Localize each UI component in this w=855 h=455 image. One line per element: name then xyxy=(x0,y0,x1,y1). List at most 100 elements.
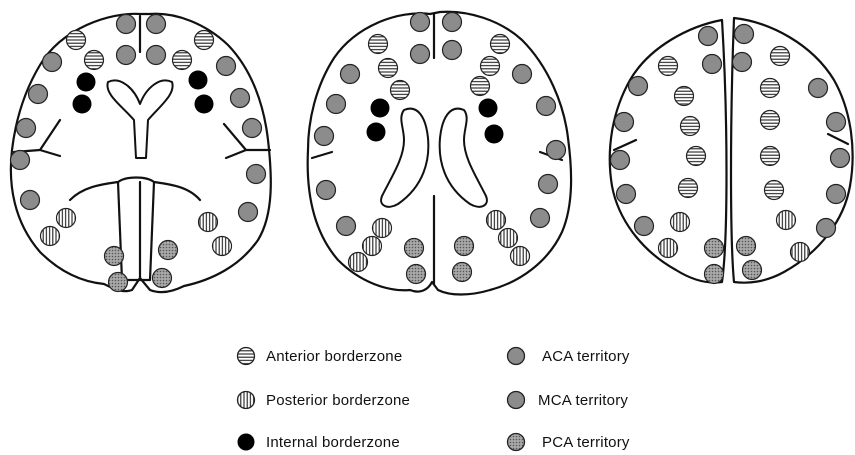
aca-territory-marker xyxy=(147,46,166,65)
posterior-borderzone-marker xyxy=(487,211,506,230)
anterior-borderzone-marker xyxy=(481,57,500,76)
anterior-borderzone-marker xyxy=(369,35,388,54)
aca-territory-marker xyxy=(443,41,462,60)
internal-borderzone-marker xyxy=(189,71,208,90)
mca-territory-marker xyxy=(11,151,30,170)
mca-territory-marker xyxy=(539,175,558,194)
legend-label-anterior: Anterior borderzone xyxy=(266,348,402,365)
aca-territory-marker xyxy=(117,15,136,34)
anterior-borderzone-marker xyxy=(391,81,410,100)
internal-borderzone-marker xyxy=(195,95,214,114)
mca-territory-marker xyxy=(629,77,648,96)
pca-territory-marker xyxy=(105,247,124,266)
mca-territory-marker xyxy=(217,57,236,76)
anterior-borderzone-marker xyxy=(471,77,490,96)
aca-territory-marker xyxy=(411,45,430,64)
anterior-borderzone-marker xyxy=(85,51,104,70)
anterior-borderzone-marker xyxy=(771,47,790,66)
anterior-borderzone-marker xyxy=(675,87,694,106)
internal-borderzone-marker xyxy=(367,123,386,142)
mca-territory-marker xyxy=(315,127,334,146)
mca-territory-marker xyxy=(17,119,36,138)
posterior-borderzone-marker xyxy=(777,211,796,230)
anterior-borderzone-marker xyxy=(687,147,706,166)
mca-territory-marker xyxy=(827,185,846,204)
anterior-borderzone-marker xyxy=(379,59,398,78)
posterior-borderzone-marker xyxy=(671,213,690,232)
anterior-borderzone-marker xyxy=(681,117,700,136)
aca-territory-marker xyxy=(147,15,166,34)
mca-territory-marker xyxy=(327,95,346,114)
legend-item-posterior: Posterior borderzone xyxy=(236,390,410,410)
posterior-borderzone-marker xyxy=(373,219,392,238)
aca-territory-icon xyxy=(506,346,526,366)
legend-item-mca: MCA territory xyxy=(506,390,628,410)
mca-territory-marker xyxy=(831,149,850,168)
legend-item-pca: PCA territory xyxy=(506,432,630,452)
aca-territory-marker xyxy=(703,55,722,74)
mca-territory-marker xyxy=(341,65,360,84)
legend-item-aca: ACA territory xyxy=(506,346,630,366)
mca-territory-marker xyxy=(827,113,846,132)
mca-territory-marker xyxy=(239,203,258,222)
anterior-borderzone-marker xyxy=(491,35,510,54)
anterior-borderzone-marker xyxy=(67,31,86,50)
aca-territory-marker xyxy=(411,13,430,32)
brain-slice-2 xyxy=(308,12,571,295)
mca-territory-marker xyxy=(617,185,636,204)
pca-territory-marker xyxy=(109,273,128,292)
anterior-borderzone-marker xyxy=(765,181,784,200)
aca-territory-marker xyxy=(443,13,462,32)
posterior-borderzone-marker xyxy=(363,237,382,256)
posterior-borderzone-marker xyxy=(791,243,810,262)
mca-territory-marker xyxy=(547,141,566,160)
posterior-borderzone-marker xyxy=(349,253,368,272)
pca-territory-marker xyxy=(405,239,424,258)
pca-territory-marker xyxy=(153,269,172,288)
aca-territory-marker xyxy=(733,53,752,72)
posterior-borderzone-marker xyxy=(41,227,60,246)
pca-territory-marker xyxy=(737,237,756,256)
pca-territory-marker xyxy=(407,265,426,284)
mca-territory-marker xyxy=(615,113,634,132)
mca-territory-marker xyxy=(243,119,262,138)
mca-territory-marker xyxy=(531,209,550,228)
mca-territory-marker xyxy=(809,79,828,98)
anterior-borderzone-marker xyxy=(173,51,192,70)
posterior-borderzone-marker xyxy=(659,239,678,258)
posterior-borderzone-marker xyxy=(199,213,218,232)
anterior-borderzone-marker xyxy=(679,179,698,198)
internal-borderzone-marker xyxy=(371,99,390,118)
pca-territory-marker xyxy=(743,261,762,280)
mca-territory-marker xyxy=(635,217,654,236)
mca-territory-marker xyxy=(537,97,556,116)
mca-territory-marker xyxy=(29,85,48,104)
pca-territory-marker xyxy=(453,263,472,282)
aca-territory-marker xyxy=(735,25,754,44)
mca-territory-marker xyxy=(337,217,356,236)
pca-territory-marker xyxy=(705,265,724,284)
mca-territory-marker xyxy=(231,89,250,108)
posterior-borderzone-marker xyxy=(511,247,530,266)
anterior-borderzone-marker xyxy=(761,111,780,130)
posterior-borderzone-marker xyxy=(57,209,76,228)
aca-territory-marker xyxy=(699,27,718,46)
internal-borderzone-icon xyxy=(236,432,256,452)
legend-label-internal: Internal borderzone xyxy=(266,434,400,451)
legend-label-mca: MCA territory xyxy=(538,392,628,409)
posterior-borderzone-marker xyxy=(213,237,232,256)
mca-territory-marker xyxy=(513,65,532,84)
mca-territory-marker xyxy=(43,53,62,72)
mca-territory-icon xyxy=(506,390,526,410)
pca-territory-marker xyxy=(159,241,178,260)
anterior-borderzone-marker xyxy=(761,79,780,98)
legend-label-pca: PCA territory xyxy=(542,434,630,451)
internal-borderzone-marker xyxy=(479,99,498,118)
mca-territory-marker xyxy=(21,191,40,210)
internal-borderzone-marker xyxy=(485,125,504,144)
pca-territory-marker xyxy=(705,239,724,258)
legend-label-aca: ACA territory xyxy=(542,348,630,365)
pca-territory-marker xyxy=(455,237,474,256)
pca-territory-icon xyxy=(506,432,526,452)
